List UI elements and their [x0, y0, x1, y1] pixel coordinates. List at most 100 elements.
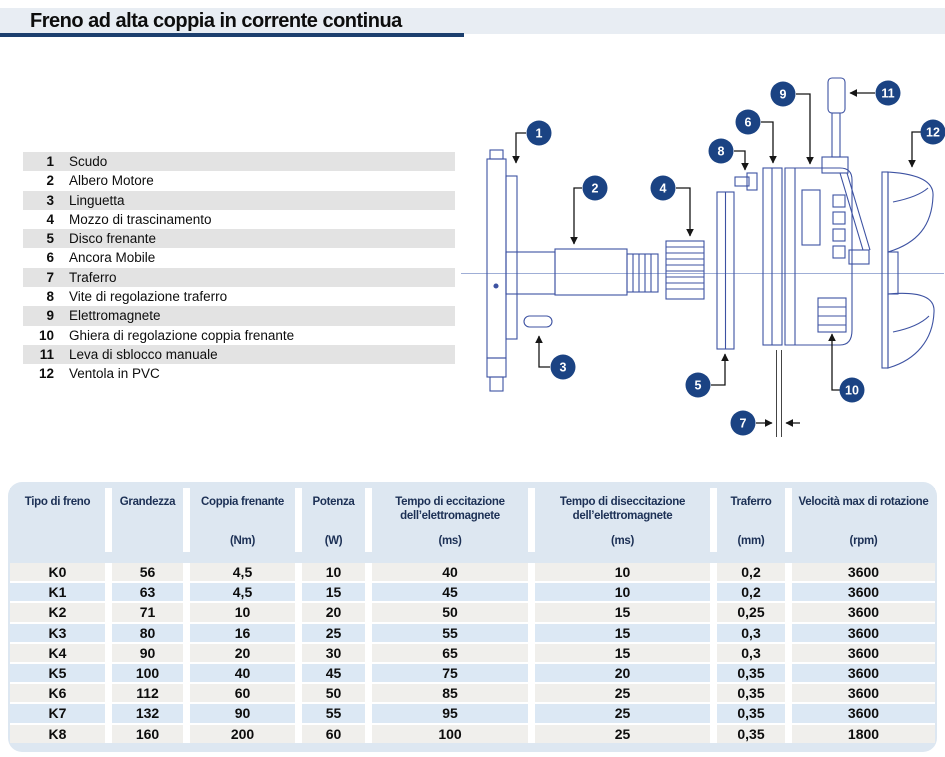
- table-cell: K3: [10, 623, 105, 642]
- table-column-header: Tempo di eccitazione dell’elettromagnete…: [372, 488, 528, 552]
- table-cell: 63: [112, 583, 183, 602]
- svg-text:11: 11: [881, 87, 894, 101]
- table-cell: 4,5: [190, 583, 295, 602]
- table-cell: 10: [302, 563, 365, 582]
- table-cell: 60: [190, 684, 295, 703]
- key-drawing: [523, 315, 553, 328]
- title-underline: [0, 33, 464, 37]
- table-cell: 25: [302, 623, 365, 642]
- callout-badge-5: 5: [685, 372, 711, 398]
- table-cell: K4: [10, 643, 105, 662]
- table-cell: 60: [302, 724, 365, 743]
- lever-drawing: [821, 77, 871, 265]
- table-cell: 0,35: [717, 663, 785, 683]
- table-cell: 15: [535, 643, 710, 662]
- disc-drawing: [716, 191, 735, 350]
- part-label: Linguetta: [69, 192, 125, 208]
- table-cell: 200: [190, 724, 295, 743]
- column-unit: (W): [324, 535, 343, 547]
- column-name: Tipo di freno: [24, 496, 91, 508]
- table-column-header: Tempo di diseccitazione dell’elettromagn…: [535, 488, 710, 552]
- table-cell: 4,5: [190, 563, 295, 582]
- table-cell: 90: [112, 643, 183, 662]
- table-cell: 65: [372, 643, 528, 662]
- table-cell: 20: [302, 603, 365, 622]
- svg-text:2: 2: [592, 182, 599, 196]
- part-number: 2: [46, 173, 54, 189]
- table-cell: K6: [10, 684, 105, 703]
- table-cell: K0: [10, 563, 105, 582]
- fan-drawing: [881, 171, 935, 369]
- svg-text:12: 12: [926, 126, 940, 140]
- table-cell: 40: [372, 563, 528, 582]
- part-number: 3: [46, 192, 54, 208]
- callout-badge-10: 10: [839, 377, 865, 403]
- table-cell: 55: [302, 704, 365, 723]
- brake-diagram-svg: 1 2 3 4 5: [461, 77, 945, 437]
- screw-drawing: [734, 172, 758, 191]
- table-cell: 30: [302, 643, 365, 662]
- table-cell: 0,25: [717, 603, 785, 622]
- column-name: Tempo di diseccitazione dell’elettromagn…: [559, 496, 686, 522]
- svg-text:1: 1: [536, 127, 543, 141]
- table-cell: K1: [10, 583, 105, 602]
- table-cell: 3600: [792, 663, 935, 683]
- part-number: 9: [46, 308, 54, 324]
- brake-diagram: 1 2 3 4 5: [460, 75, 945, 465]
- part-label: Leva di sblocco manuale: [69, 346, 218, 362]
- table-column-header: Traferro (mm): [717, 488, 785, 552]
- gap-dimension-lines: [776, 350, 782, 437]
- page-title: Freno ad alta coppia in corrente continu…: [30, 10, 402, 32]
- part-number: 11: [39, 346, 54, 362]
- title-bar: Freno ad alta coppia in corrente continu…: [0, 8, 945, 34]
- table-cell: 45: [372, 583, 528, 602]
- table-cell: 3600: [792, 623, 935, 642]
- part-label: Albero Motore: [69, 173, 154, 189]
- part-label: Ghiera di regolazione coppia frenante: [69, 327, 295, 343]
- part-number: 5: [46, 231, 54, 247]
- part-number: 6: [46, 250, 54, 266]
- table-cell: 75: [372, 663, 528, 683]
- table-cell: 90: [190, 704, 295, 723]
- column-name: Tempo di eccitazione dell’elettromagnete: [395, 496, 505, 522]
- table-cell: 10: [535, 583, 710, 602]
- table-column-header: Velocità max di rotazione(rpm): [792, 488, 935, 552]
- ring-nut-drawing: [817, 297, 847, 333]
- table-cell: 160: [112, 724, 183, 743]
- table-cell: 3600: [792, 583, 935, 602]
- column-unit: (ms): [438, 535, 462, 547]
- part-label: Vite di regolazione traferro: [69, 289, 228, 305]
- part-label: Disco frenante: [69, 231, 157, 247]
- callout-badges: 1 2 3 4 5: [526, 80, 945, 436]
- table-cell: 25: [535, 724, 710, 743]
- part-label: Traferro: [69, 269, 117, 285]
- column-unit: (mm): [737, 535, 765, 547]
- column-unit: (Nm): [230, 535, 255, 547]
- part-label: Mozzo di trascinamento: [69, 211, 212, 227]
- callout-leader-lines: [512, 89, 922, 427]
- callout-badge-3: 3: [550, 354, 576, 380]
- table-cell: 0,35: [717, 704, 785, 723]
- table-cell: K5: [10, 663, 105, 683]
- table-cell: 1800: [792, 724, 935, 743]
- column-name: Traferro: [730, 496, 772, 508]
- table-cell: 3600: [792, 684, 935, 703]
- svg-text:6: 6: [745, 116, 752, 130]
- callout-badge-1: 1: [526, 120, 552, 146]
- column-name: Potenza: [312, 496, 355, 508]
- callout-badge-6: 6: [735, 109, 761, 135]
- table-cell: 0,3: [717, 623, 785, 642]
- callout-badge-4: 4: [650, 175, 676, 201]
- table-cell: 71: [112, 603, 183, 622]
- table-cell: 0,35: [717, 724, 785, 743]
- column-name: Grandezza: [119, 496, 176, 508]
- table-cell: K8: [10, 724, 105, 743]
- part-number: 10: [38, 327, 54, 343]
- table-cell: 95: [372, 704, 528, 723]
